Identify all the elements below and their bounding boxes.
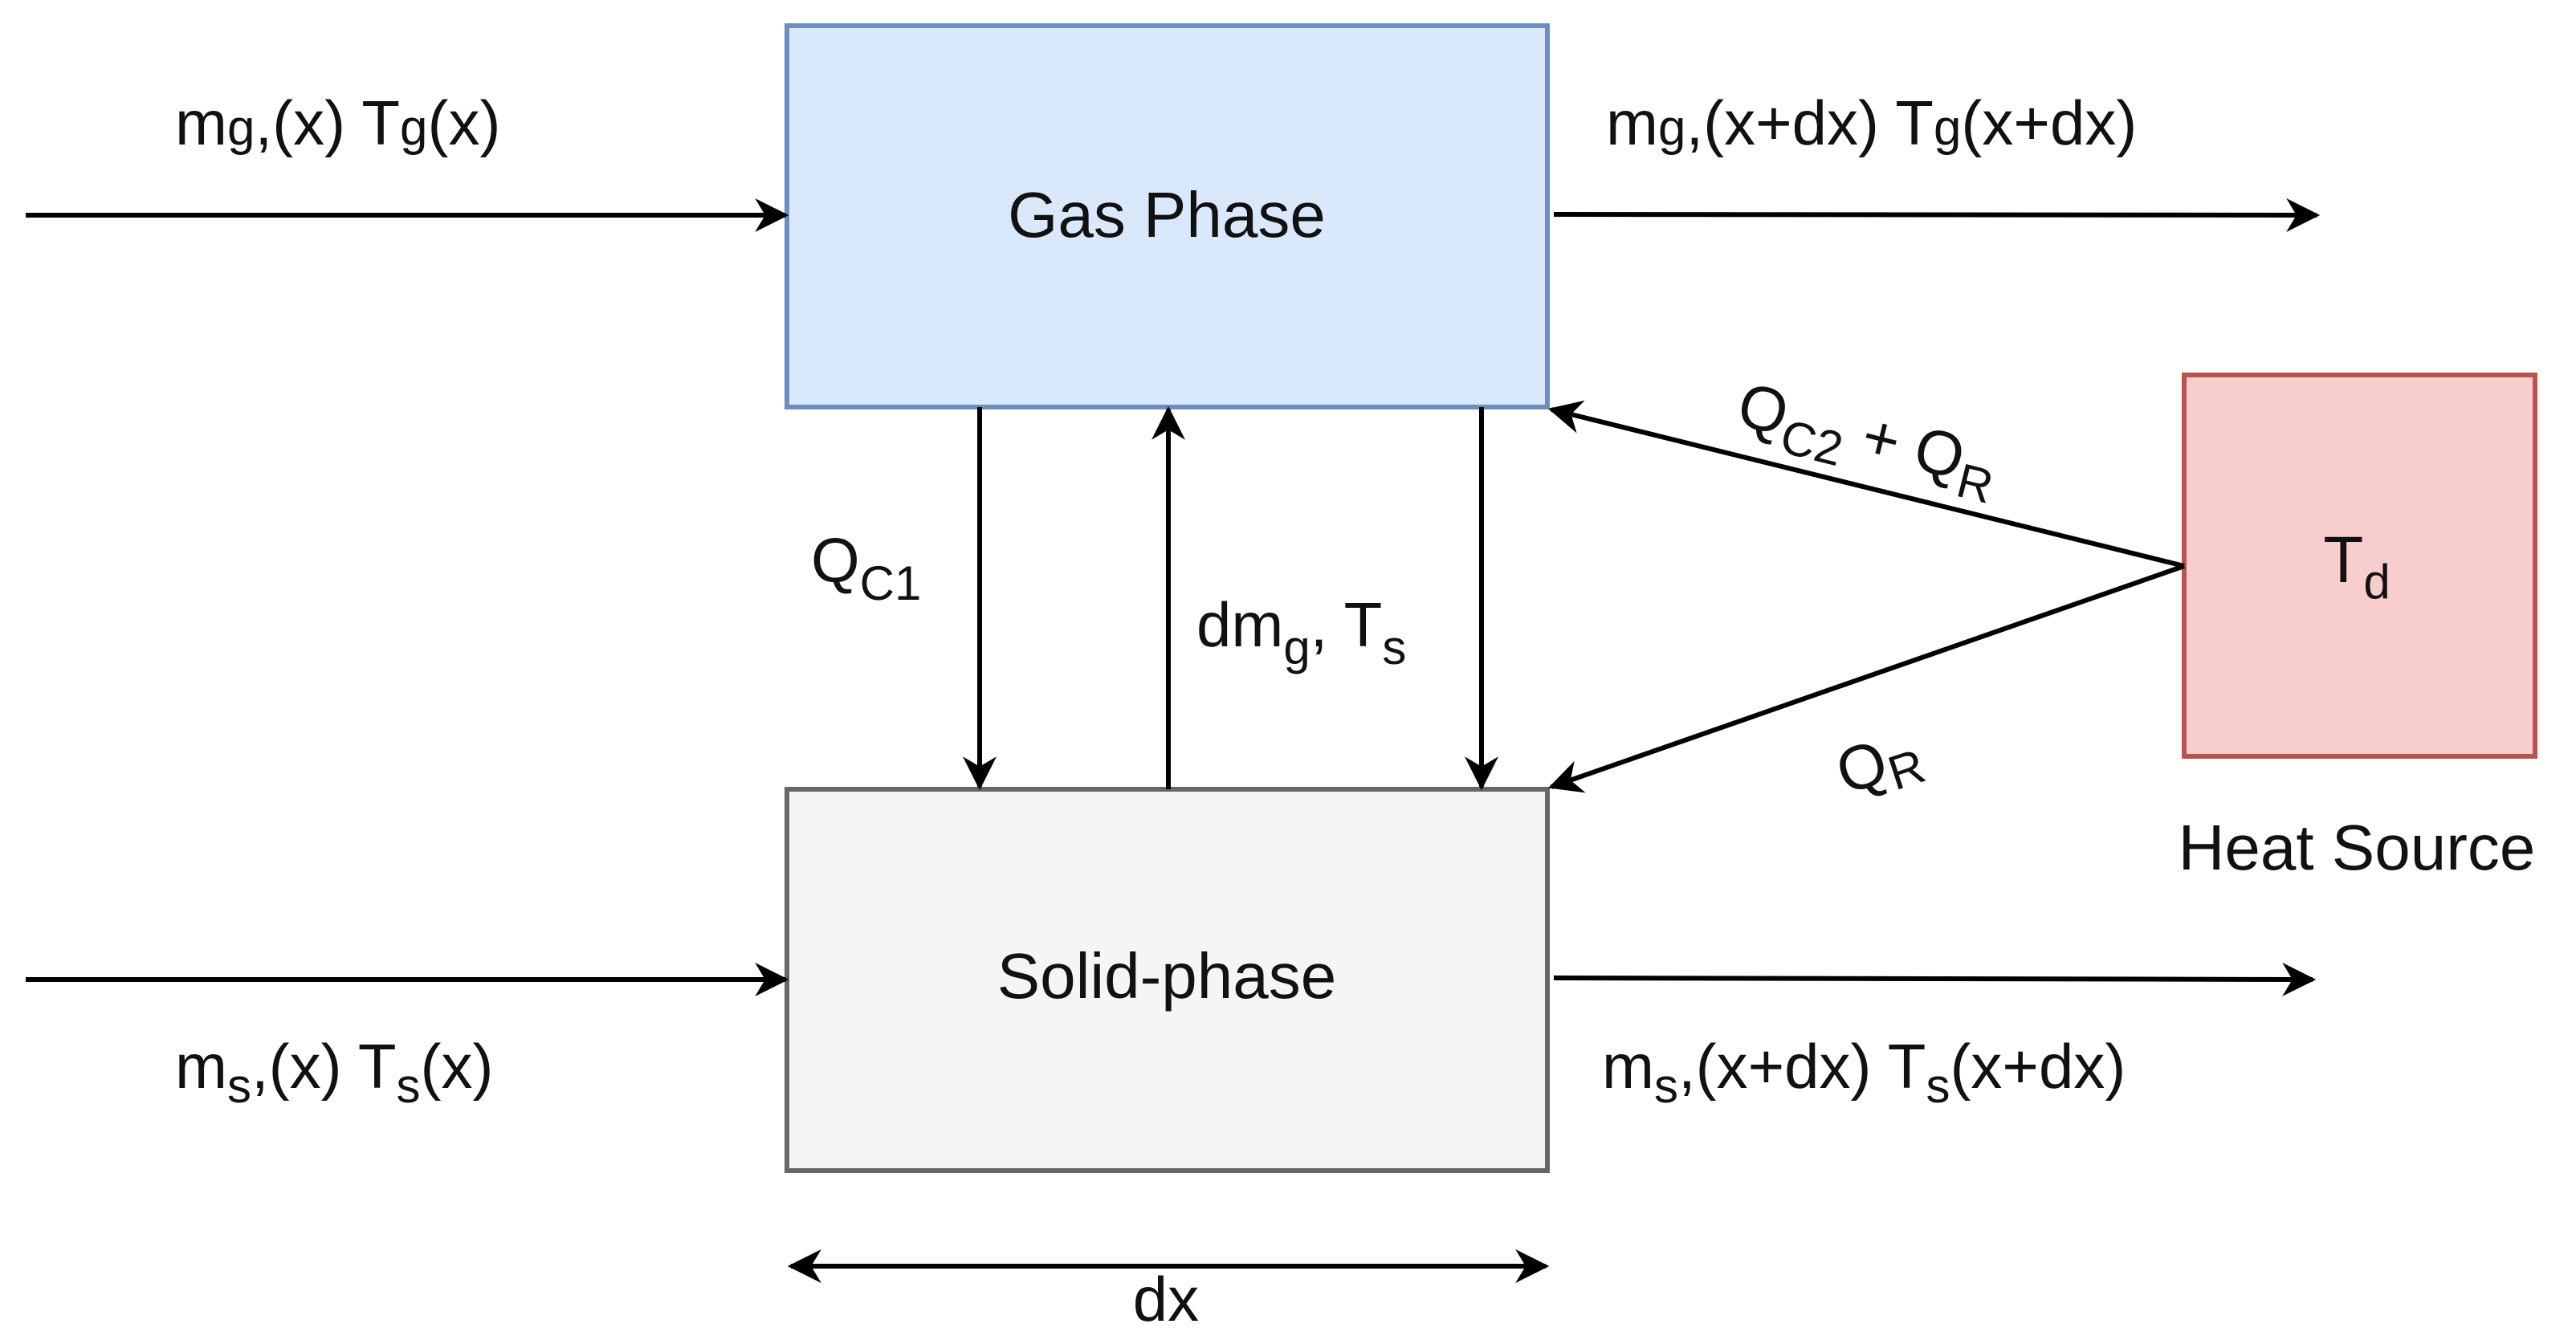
qc1-label: QC1 <box>811 525 921 610</box>
qr-label: QR <box>1828 715 1931 815</box>
gas-inflow-label: mg,(x) Tg(x) <box>175 88 500 158</box>
qr-arrow <box>1548 564 2185 793</box>
qc2-qr-arrow <box>1547 400 2185 568</box>
gas-outflow-label: mg,(x+dx) Tg(x+dx) <box>1606 88 2137 158</box>
solid-outflow-label: ms,(x+dx) Ts(x+dx) <box>1602 1031 2126 1113</box>
dx-label: dx <box>1133 1264 1199 1332</box>
heat-source-symbol: Td <box>2323 523 2390 609</box>
dmg-ts-label: dmg, Ts <box>1196 589 1406 674</box>
gas-phase-label: Gas Phase <box>1008 179 1326 251</box>
qc2-qr-label: QC2 + QR <box>1728 369 2006 514</box>
solid-phase-label: Solid-phase <box>997 940 1337 1012</box>
heat-source-box <box>2182 373 2537 759</box>
solid-outflow-arrow <box>1553 962 2317 996</box>
heat-source-caption: Heat Source <box>2179 812 2536 883</box>
gas-phase-box <box>785 23 1550 409</box>
solid-phase-box <box>785 787 1550 1173</box>
solid-inflow-label: ms,(x) Ts(x) <box>175 1031 493 1113</box>
gas-outflow-arrow <box>1553 198 2321 232</box>
